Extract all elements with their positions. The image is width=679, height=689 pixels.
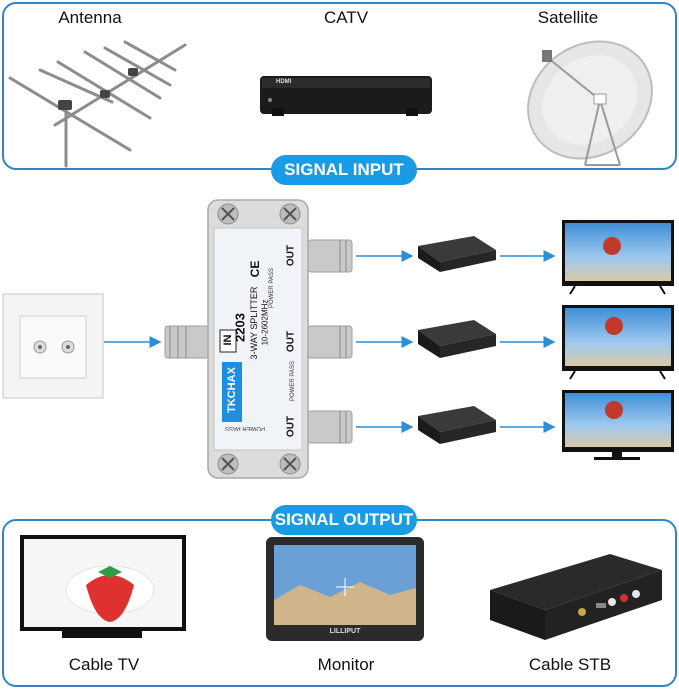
modem-icon-2 [418, 320, 496, 358]
catv-brand: HDMI [276, 79, 292, 85]
monitor-label: Monitor [317, 655, 375, 674]
cable-stb-label: Cable STB [528, 655, 612, 674]
tv-icon-1 [562, 220, 674, 295]
tv-icon-3 [562, 390, 674, 460]
signal-output-badge: SIGNAL OUTPUT [271, 505, 417, 535]
antenna-label: Antenna [58, 8, 122, 27]
modem-icon-1 [418, 236, 496, 272]
monitor-brand: LILLIPUT [329, 628, 361, 635]
cable-tv-label: Cable TV [68, 655, 140, 674]
modem-icon-3 [418, 406, 496, 444]
catv-label: CATV [323, 8, 369, 27]
signal-input-badge: SIGNAL INPUT [271, 155, 417, 185]
satellite-label: Satellite [537, 8, 599, 27]
tv-icon-2 [562, 305, 674, 380]
